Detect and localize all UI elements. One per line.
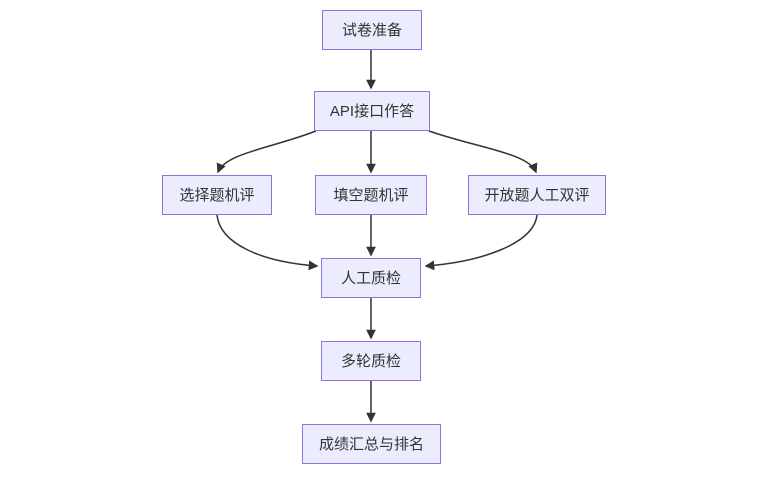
node-api-answering: API接口作答	[314, 91, 430, 131]
edge-api-mcq	[216, 130, 317, 174]
node-fill-blank-machine-grading: 填空题机评	[315, 175, 427, 215]
edge-mcq-manual	[216, 214, 319, 271]
node-exam-preparation: 试卷准备	[322, 10, 422, 50]
edge-open-manual	[424, 214, 538, 271]
node-score-summary-ranking: 成绩汇总与排名	[302, 424, 441, 464]
node-multi-round-quality-check: 多轮质检	[321, 341, 421, 381]
node-manual-quality-check: 人工质检	[321, 258, 421, 298]
node-open-question-double-grading: 开放题人工双评	[468, 175, 606, 215]
node-multiple-choice-machine-grading: 选择题机评	[162, 175, 272, 215]
edge-api-open	[428, 130, 538, 174]
